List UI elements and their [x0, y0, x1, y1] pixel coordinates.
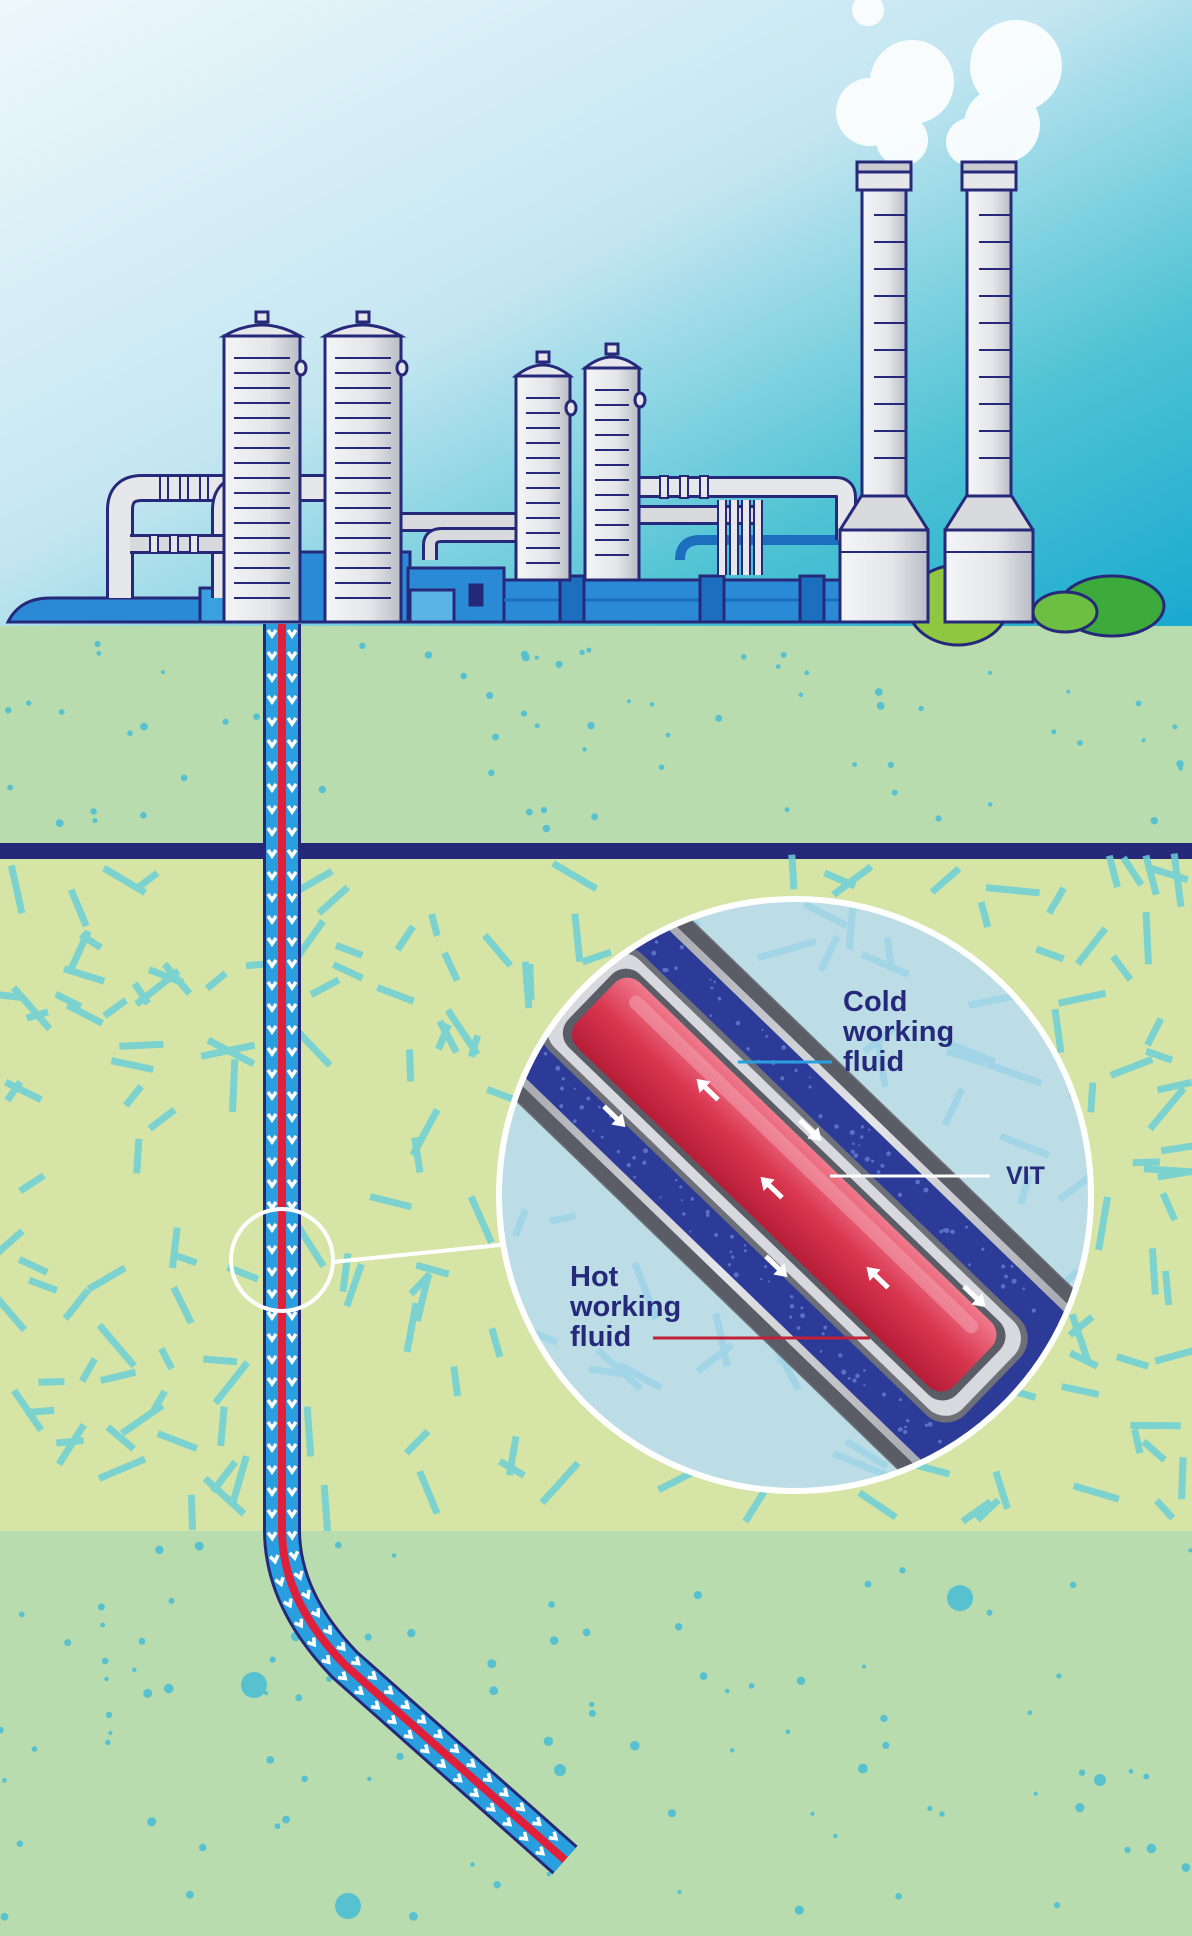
cold-fluid-label-line: fluid — [843, 1047, 954, 1077]
hot-fluid-label-line: working — [570, 1292, 681, 1322]
cold-fluid-label-line: Cold — [843, 987, 954, 1017]
cold-fluid-label: Cold working fluid — [843, 987, 954, 1077]
hot-fluid-label-line: fluid — [570, 1322, 681, 1352]
cold-fluid-label-line: working — [843, 1017, 954, 1047]
layer-boundary — [0, 843, 1192, 859]
vit-label: VIT — [1006, 1162, 1045, 1191]
deep-layer — [0, 1531, 1192, 1931]
hot-fluid-label: Hot working fluid — [570, 1262, 681, 1352]
topsoil-layer — [0, 626, 1192, 844]
hot-fluid-label-line: Hot — [570, 1262, 681, 1292]
